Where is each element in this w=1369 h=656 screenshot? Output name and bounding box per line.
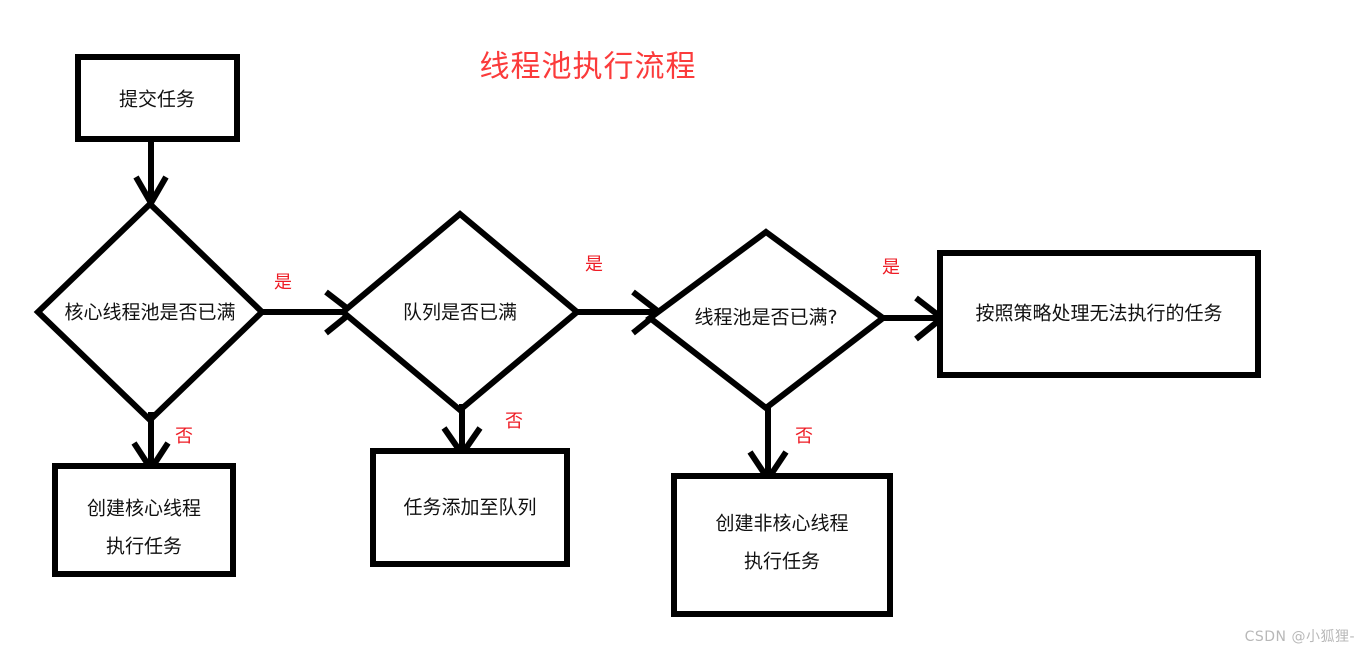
edge-pool-yes-to-reject: 是 xyxy=(882,257,947,342)
node-create-core-thread-label-line2: 执行任务 xyxy=(106,536,182,558)
node-submit-task-label: 提交任务 xyxy=(119,89,195,111)
node-create-core-thread-shape xyxy=(52,463,236,577)
edge-label-queue-no: 否 xyxy=(505,411,523,432)
edge-label-core-yes: 是 xyxy=(274,272,292,293)
node-create-noncore-thread-label-line2: 执行任务 xyxy=(744,551,820,573)
edge-pool-no-to-noncore: 否 xyxy=(747,404,813,485)
edge-queue-no-to-add-queue: 否 xyxy=(441,404,523,460)
node-reject-policy-shape xyxy=(937,250,1261,378)
edge-label-pool-yes: 是 xyxy=(882,257,900,278)
edge-label-queue-yes: 是 xyxy=(585,254,603,275)
edge-core-yes-to-queue: 是 xyxy=(262,272,357,336)
node-reject-policy-label: 按照策略处理无法执行的任务 xyxy=(975,303,1222,325)
node-reject-policy[interactable]: 按照策略处理无法执行的任务 xyxy=(937,250,1261,378)
node-core-pool-full[interactable]: 核心线程池是否已满 xyxy=(33,199,267,425)
edge-label-core-no: 否 xyxy=(175,426,193,447)
edge-queue-yes-to-pool: 是 xyxy=(577,254,664,336)
page-title: 线程池执行流程 xyxy=(480,50,697,85)
node-create-noncore-thread-shape xyxy=(671,473,893,617)
node-create-core-thread-label-line1: 创建核心线程 xyxy=(87,498,201,520)
node-core-pool-full-label: 核心线程池是否已满 xyxy=(64,302,235,324)
node-queue-full-label: 队列是否已满 xyxy=(403,302,517,324)
edge-submit-to-core-decision xyxy=(133,139,169,210)
node-add-to-queue[interactable]: 任务添加至队列 xyxy=(370,448,570,567)
node-create-noncore-thread-label-line1: 创建非核心线程 xyxy=(715,513,848,535)
node-pool-full-label: 线程池是否已满? xyxy=(694,307,837,329)
node-add-to-queue-shape xyxy=(370,448,570,567)
node-create-core-thread[interactable]: 创建核心线程 执行任务 xyxy=(52,463,236,577)
node-submit-task-shape xyxy=(75,54,240,142)
node-queue-full[interactable]: 队列是否已满 xyxy=(338,210,582,414)
edge-core-no-to-create-core: 否 xyxy=(131,412,193,475)
csdn-watermark: CSDN @小狐狸- xyxy=(1244,629,1355,645)
node-submit-task[interactable]: 提交任务 xyxy=(75,54,240,142)
node-pool-full[interactable]: 线程池是否已满? xyxy=(645,228,888,412)
edge-label-pool-no: 否 xyxy=(795,426,813,447)
node-create-noncore-thread[interactable]: 创建非核心线程 执行任务 xyxy=(671,473,893,617)
node-add-to-queue-label: 任务添加至队列 xyxy=(403,497,536,519)
